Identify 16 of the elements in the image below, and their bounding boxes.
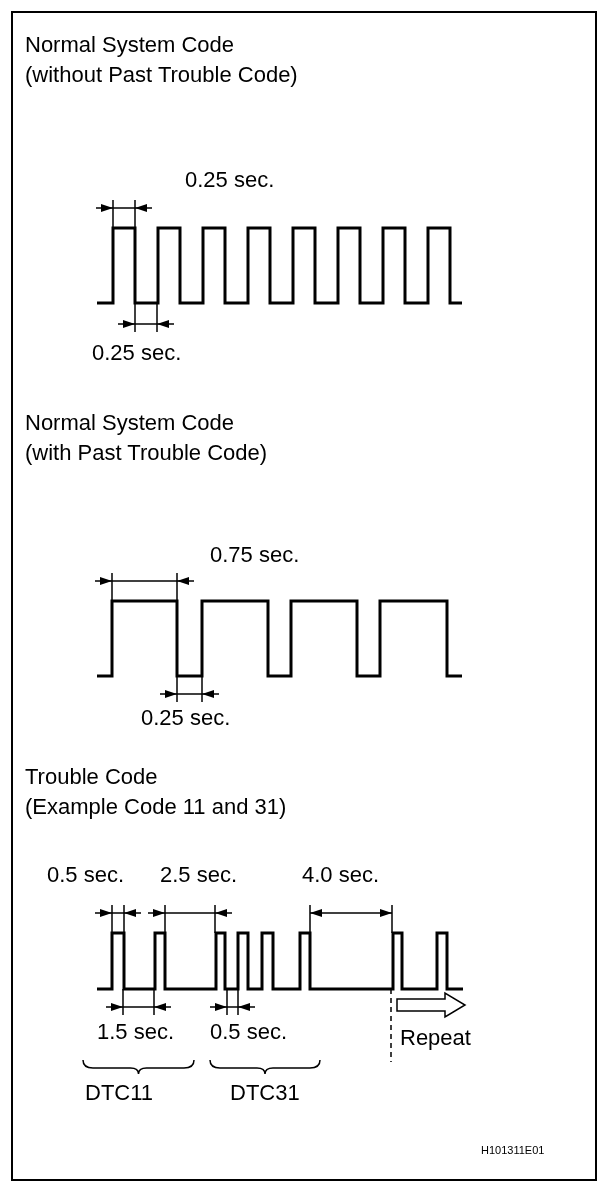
section-heading: Trouble Code (Example Code 11 and 31) bbox=[25, 763, 287, 821]
section-heading: Normal System Code (with Past Trouble Code) bbox=[25, 409, 268, 467]
dimension-label: 0.5 sec. bbox=[210, 1018, 288, 1046]
repeat-label: Repeat bbox=[400, 1024, 471, 1052]
section-heading: Normal System Code (without Past Trouble Code) bbox=[25, 31, 298, 89]
code-label: DTC31 bbox=[230, 1079, 300, 1107]
dimension-label: 1.5 sec. bbox=[97, 1018, 175, 1046]
dimension-label: 0.75 sec. bbox=[210, 541, 300, 569]
dimension-label: 0.25 sec. bbox=[141, 704, 231, 732]
dimension-label: 0.25 sec. bbox=[92, 339, 182, 367]
dimension-label: 4.0 sec. bbox=[302, 861, 380, 889]
dimension-label: 0.5 sec. bbox=[47, 861, 125, 889]
code-label: DTC11 bbox=[85, 1079, 154, 1107]
dimension-label: 2.5 sec. bbox=[160, 861, 238, 889]
figure-id: H101311E01 bbox=[481, 1143, 545, 1158]
dimension-label: 0.25 sec. bbox=[185, 166, 275, 194]
